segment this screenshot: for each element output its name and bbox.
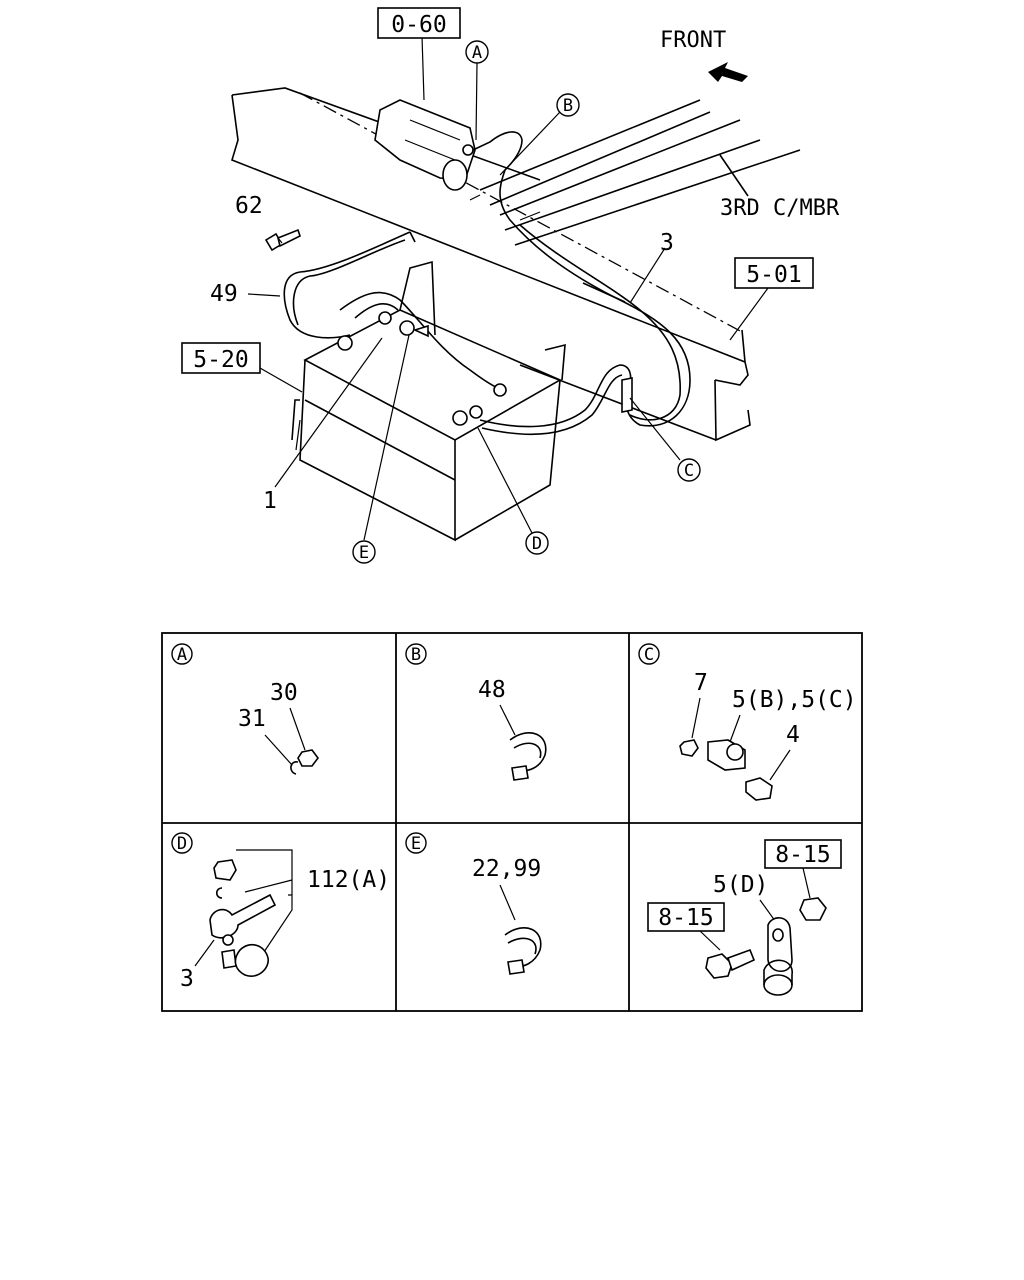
part-number-1: 1 [263, 488, 277, 514]
terminals [337, 311, 507, 426]
panel-d-label-112a: 112(A) [307, 867, 390, 893]
detail-panel-f: 8-15 5(D) 8-15 [647, 839, 842, 996]
panel-a-label-30: 30 [270, 680, 298, 706]
callout-d: D [525, 531, 549, 555]
panel-a-label-31: 31 [238, 706, 266, 732]
svg-text:C: C [684, 461, 694, 481]
bolt-62 [264, 228, 301, 252]
svg-text:A: A [472, 43, 482, 63]
svg-text:E: E [359, 543, 369, 563]
panel-c-id: C [644, 645, 654, 665]
detail-grid: A 30 31 B 48 C 7 5(B),5(C) 4 [161, 632, 863, 1012]
panel-b-id: B [411, 645, 421, 665]
ref-box-5-20: 5-20 [181, 342, 261, 374]
panel-d-id: D [177, 834, 187, 854]
callout-e: E [352, 540, 376, 564]
panel-e-id: E [411, 834, 421, 854]
ref-box-0-60-text: 0-60 [391, 12, 446, 38]
detail-panel-b: B 48 [405, 643, 547, 781]
panel-c-label-4: 4 [786, 722, 800, 748]
svg-text:D: D [532, 534, 542, 554]
battery-cables [283, 169, 691, 436]
part-number-3: 3 [660, 230, 674, 256]
detail-panel-a: A 30 31 [171, 643, 319, 775]
leader-lines [247, 35, 769, 541]
panel-a-id: A [177, 645, 187, 665]
callout-a: A [465, 40, 489, 64]
front-label: FRONT [660, 28, 726, 53]
panel-c-label-5bc: 5(B),5(C) [732, 687, 857, 713]
panel-f-label-5d: 5(D) [713, 872, 768, 898]
part-number-62: 62 [235, 193, 263, 219]
svg-text:B: B [563, 96, 573, 116]
detail-panel-e: E 22,99 [405, 832, 542, 975]
panel-d-label-3: 3 [180, 966, 194, 992]
panel-f-ref-top: 8-15 [775, 842, 830, 868]
starter-motor [374, 99, 523, 191]
main-assembly-view: 0-60 5-01 5-20 FRONT 3RD C/MBR 62 49 3 1… [181, 7, 840, 564]
panel-c-label-7: 7 [694, 670, 708, 696]
battery-box [291, 260, 566, 542]
panel-e-label-2299: 22,99 [472, 856, 541, 882]
part-number-49: 49 [210, 281, 238, 307]
detail-panel-d: D 112(A) 3 [171, 832, 390, 992]
cross-member [469, 99, 801, 246]
callout-c: C [677, 458, 701, 482]
member-label: 3RD C/MBR [720, 196, 840, 221]
ref-box-0-60: 0-60 [377, 7, 461, 39]
detail-panel-c: C 7 5(B),5(C) 4 [638, 643, 857, 801]
callout-b: B [556, 93, 580, 117]
front-arrow-icon [708, 62, 748, 82]
panel-f-ref-bottom: 8-15 [658, 905, 713, 931]
ref-box-5-20-text: 5-20 [193, 347, 248, 373]
panel-b-label-48: 48 [478, 677, 506, 703]
ref-box-5-01: 5-01 [734, 257, 814, 289]
ref-box-5-01-text: 5-01 [746, 262, 801, 288]
